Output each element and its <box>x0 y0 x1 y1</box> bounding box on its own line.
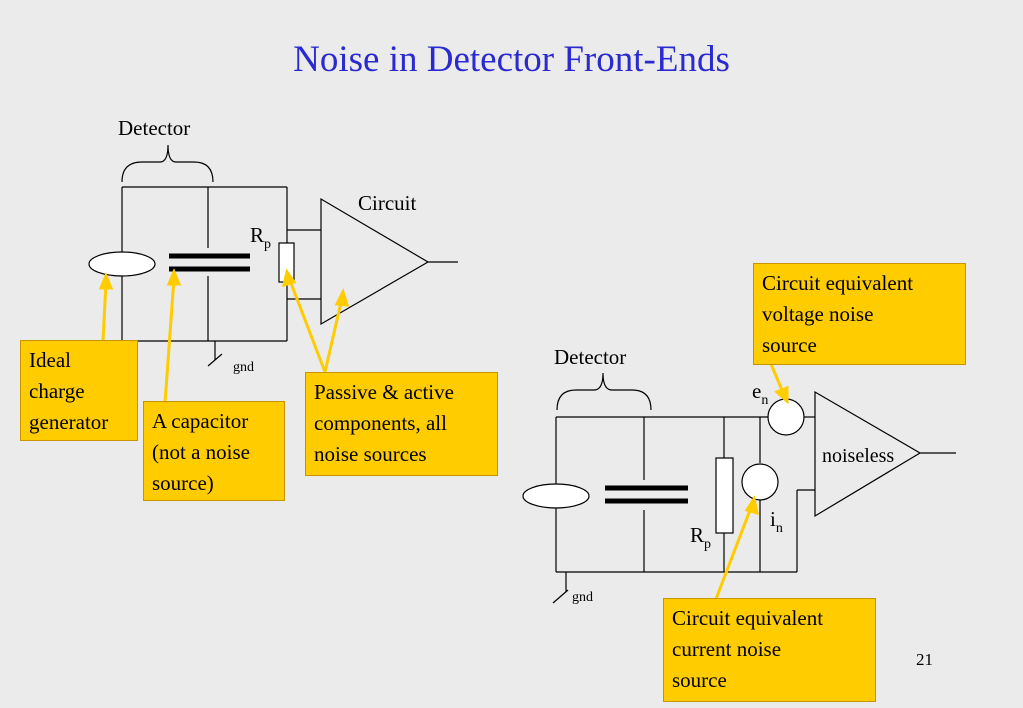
left-arrows <box>98 268 350 404</box>
current-noise-source-in <box>741 463 779 501</box>
noiseless-label: noiseless <box>822 445 894 467</box>
callout-line: (not a noise <box>152 440 250 464</box>
callout-capacitor: A capacitor (not a noise source) <box>143 401 285 501</box>
right-charge-generator <box>522 483 590 509</box>
arrow-to-resistor <box>287 277 327 373</box>
callout-line: source <box>672 668 727 692</box>
callout-line: A capacitor <box>152 409 249 433</box>
callout-line: source) <box>152 471 214 495</box>
arrow-to-capacitor <box>163 277 176 404</box>
left-rp-label: Rp <box>250 223 271 252</box>
callout-voltage-noise: Circuit equivalent voltage noise source <box>753 263 966 365</box>
left-gnd-label: gnd <box>233 360 254 375</box>
left-amplifier <box>320 197 430 326</box>
right-capacitor-bg <box>600 480 692 510</box>
en-label: en <box>752 379 768 408</box>
callout-line: Ideal <box>29 348 71 372</box>
right-arrows <box>714 363 789 600</box>
callout-line: Circuit equivalent <box>762 271 914 295</box>
callout-line: noise sources <box>314 442 427 466</box>
arrow-to-amplifier <box>323 297 344 373</box>
voltage-noise-source-en <box>767 398 805 436</box>
arrow-to-current-noise <box>714 504 754 600</box>
left-charge-generator <box>88 251 156 277</box>
callout-line: Circuit equivalent <box>672 606 824 630</box>
in-label: in <box>770 507 783 536</box>
right-amplifier <box>814 390 922 518</box>
right-detector-label: Detector <box>554 345 626 369</box>
left-detector-label: Detector <box>118 116 190 140</box>
slide-title: Noise in Detector Front-Ends <box>293 39 730 80</box>
callout-passive-active: Passive & active components, all noise s… <box>305 372 498 476</box>
right-resistor-rp <box>715 457 734 534</box>
callout-line: voltage noise <box>762 302 874 326</box>
left-detector-brace <box>121 144 214 183</box>
right-rp-label: Rp <box>690 523 711 552</box>
left-capacitor-bg <box>166 248 252 276</box>
right-gnd-label: gnd <box>572 590 593 605</box>
callout-ideal-charge-generator: Ideal charge generator <box>20 340 138 441</box>
callout-line: generator <box>29 410 109 434</box>
callout-line: Passive & active <box>314 380 454 404</box>
callout-current-noise: Circuit equivalent current noise source <box>663 598 876 702</box>
left-circuit-label: Circuit <box>358 191 416 215</box>
page-number: 21 <box>916 650 933 669</box>
right-detector-brace <box>556 372 652 411</box>
arrow-to-charge-generator <box>101 281 108 342</box>
left-circuit <box>121 144 458 367</box>
callout-line: charge <box>29 379 85 403</box>
callout-line: source <box>762 333 817 357</box>
callout-line: current noise <box>672 637 782 661</box>
callout-line: components, all <box>314 411 447 435</box>
